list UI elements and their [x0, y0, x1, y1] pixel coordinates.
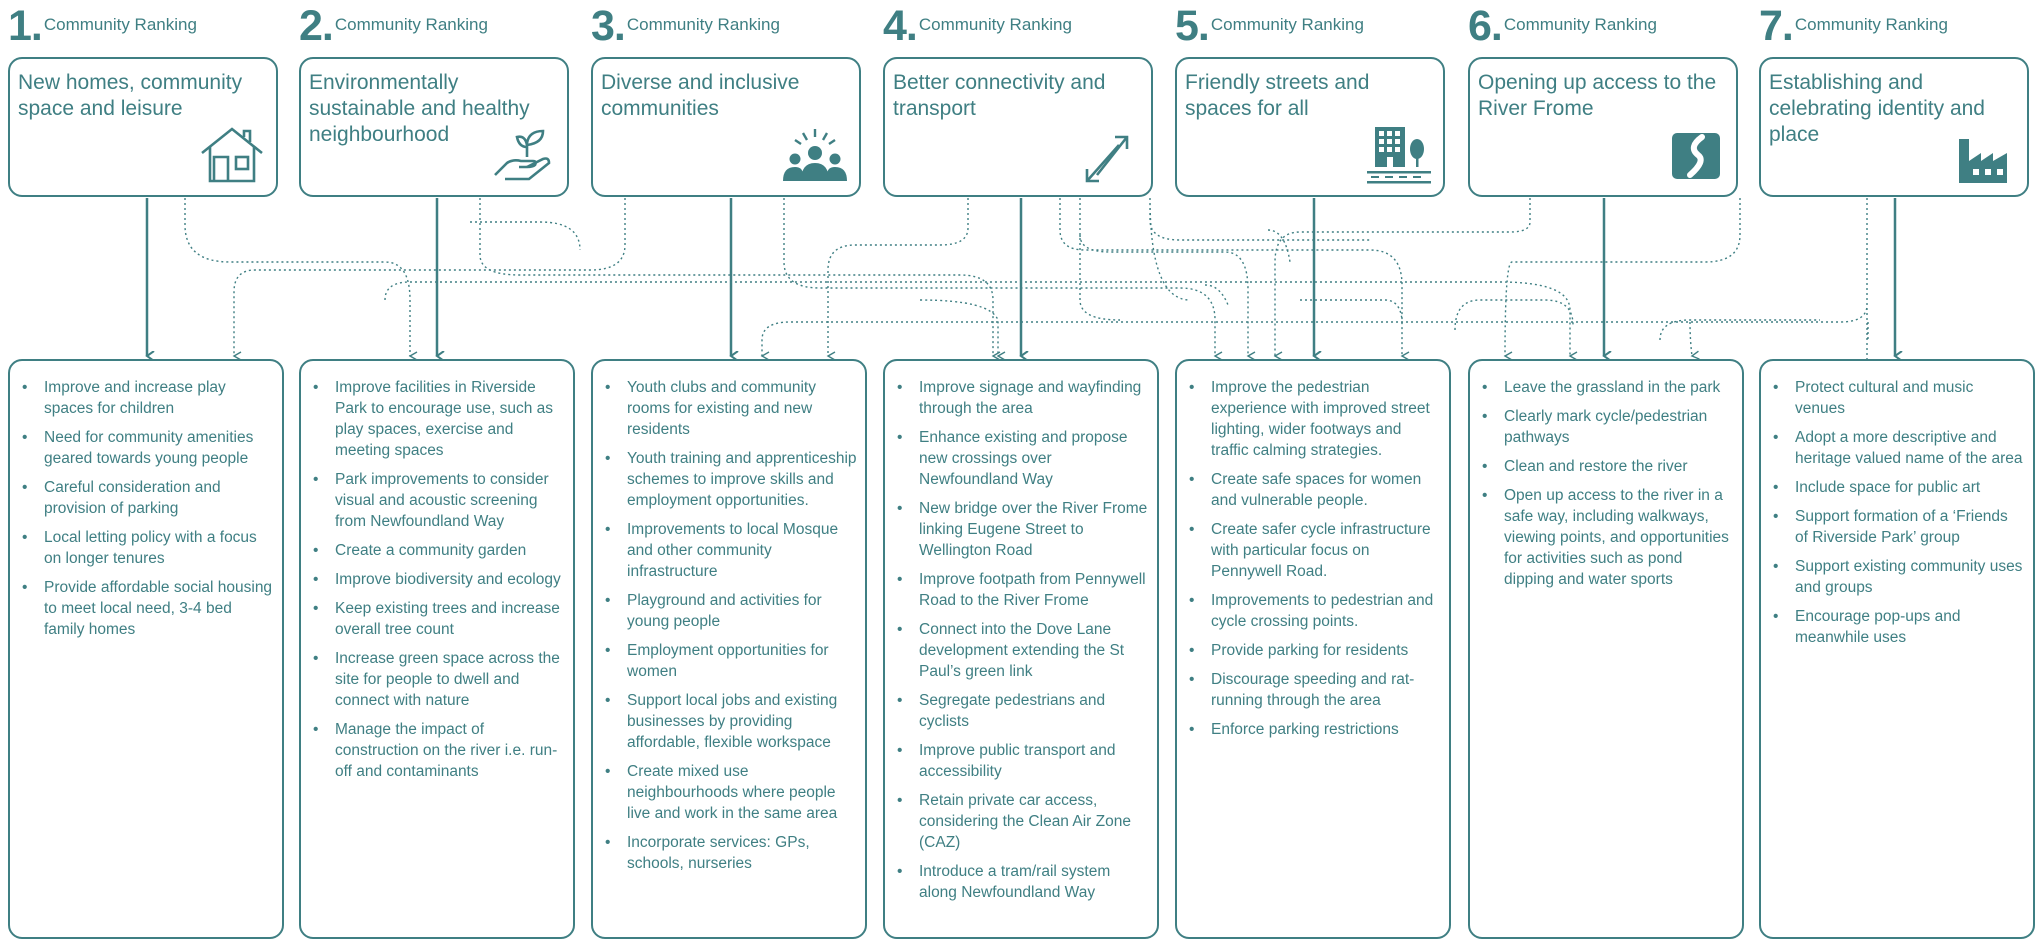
list-item: Provide parking for residents	[1187, 640, 1441, 661]
people-group-icon	[783, 129, 847, 181]
theme-title: Establishing and celebrating identity an…	[1769, 71, 1985, 146]
list-item: Improvements to local Mosque and other c…	[603, 519, 857, 582]
theme-list-1: Improve and increase play spaces for chi…	[8, 359, 284, 939]
list-item: Protect cultural and music venues	[1771, 377, 2025, 419]
rank-number: 5.	[1175, 2, 1210, 50]
plant-hand-icon	[494, 129, 551, 181]
list-item: Clean and restore the river	[1480, 456, 1734, 477]
list-item: Create safe spaces for women and vulnera…	[1187, 469, 1441, 511]
list-item: Keep existing trees and increase overall…	[311, 598, 565, 640]
rank-label: Community Ranking	[43, 15, 197, 34]
list-item: Clearly mark cycle/pedestrian pathways	[1480, 406, 1734, 448]
river-icon	[1672, 133, 1720, 179]
rank-number: 3.	[591, 2, 626, 50]
list-item: Support local jobs and existing business…	[603, 690, 857, 753]
rank-heading-3: 3.Community Ranking	[591, 2, 780, 52]
list-item: Improvements to pedestrian and cycle cro…	[1187, 590, 1441, 632]
building-tree-icon	[1367, 127, 1431, 184]
list-item: Retain private car access, considering t…	[895, 790, 1149, 853]
rank-label: Community Ranking	[334, 15, 488, 34]
list-item: Playground and activities for young peop…	[603, 590, 857, 632]
theme-list-7: Protect cultural and music venues Adopt …	[1759, 359, 2035, 939]
rank-label: Community Ranking	[626, 15, 780, 34]
list-item: Incorporate services: GPs, schools, nurs…	[603, 832, 857, 874]
list-item: Introduce a tram/rail system along Newfo…	[895, 861, 1149, 903]
list-item: Connect into the Dove Lane development e…	[895, 619, 1149, 682]
list-item: Local letting policy with a focus on lon…	[20, 527, 274, 569]
theme-title: Diverse and inclusive communities	[601, 71, 800, 120]
rank-number: 7.	[1759, 2, 1794, 50]
theme-card-4: Better connectivity and transport	[883, 57, 1153, 197]
rank-heading-2: 2.Community Ranking	[299, 2, 488, 52]
factory-icon	[1959, 139, 2007, 183]
list-item: Increase green space across the site for…	[311, 648, 565, 711]
list-item: Need for community amenities geared towa…	[20, 427, 274, 469]
list-item: Create safer cycle infrastructure with p…	[1187, 519, 1441, 582]
theme-list-4: Improve signage and wayfinding through t…	[883, 359, 1159, 939]
list-item: Youth clubs and community rooms for exis…	[603, 377, 857, 440]
list-item: Leave the grassland in the park	[1480, 377, 1734, 398]
list-item: Improve the pedestrian experience with i…	[1187, 377, 1441, 461]
rank-label: Community Ranking	[1210, 15, 1364, 34]
theme-card-6: Opening up access to the River Frome	[1468, 57, 1738, 197]
list-item: Improve public transport and accessibili…	[895, 740, 1149, 782]
list-item: Park improvements to consider visual and…	[311, 469, 565, 532]
theme-card-3: Diverse and inclusive communities	[591, 57, 861, 197]
theme-card-1: New homes, community space and leisure	[8, 57, 278, 197]
rank-label: Community Ranking	[918, 15, 1072, 34]
list-item: Careful consideration and provision of p…	[20, 477, 274, 519]
list-item: Youth training and apprenticeship scheme…	[603, 448, 857, 511]
rank-number: 6.	[1468, 2, 1503, 50]
list-item: Improve biodiversity and ecology	[311, 569, 565, 590]
list-item: New bridge over the River Frome linking …	[895, 498, 1149, 561]
house-icon	[201, 127, 263, 183]
theme-list-6: Leave the grassland in the park Clearly …	[1468, 359, 1744, 939]
rank-number: 1.	[8, 2, 43, 50]
theme-card-2: Environmentally sustainable and healthy …	[299, 57, 569, 197]
theme-list-2: Improve facilities in Riverside Park to …	[299, 359, 575, 939]
rank-heading-4: 4.Community Ranking	[883, 2, 1072, 52]
list-item: Manage the impact of construction on the…	[311, 719, 565, 782]
list-item: Support existing community uses and grou…	[1771, 556, 2025, 598]
theme-title: New homes, community space and leisure	[18, 71, 243, 120]
list-item: Include space for public art	[1771, 477, 2025, 498]
theme-title: Friendly streets and spaces for all	[1185, 71, 1370, 120]
theme-card-7: Establishing and celebrating identity an…	[1759, 57, 2029, 197]
list-item: Employment opportunities for women	[603, 640, 857, 682]
theme-title: Environmentally sustainable and healthy …	[309, 71, 530, 146]
rank-heading-7: 7.Community Ranking	[1759, 2, 1948, 52]
rank-label: Community Ranking	[1503, 15, 1657, 34]
list-item: Enhance existing and propose new crossin…	[895, 427, 1149, 490]
rank-label: Community Ranking	[1794, 15, 1948, 34]
list-item: Discourage speeding and rat-running thro…	[1187, 669, 1441, 711]
theme-list-3: Youth clubs and community rooms for exis…	[591, 359, 867, 939]
list-item: Encourage pop-ups and meanwhile uses	[1771, 606, 2025, 648]
theme-title: Better connectivity and transport	[893, 71, 1106, 120]
theme-card-5: Friendly streets and spaces for all	[1175, 57, 1445, 197]
theme-list-5: Improve the pedestrian experience with i…	[1175, 359, 1451, 939]
list-item: Improve and increase play spaces for chi…	[20, 377, 274, 419]
rank-heading-1: 1.Community Ranking	[8, 2, 197, 52]
list-item: Segregate pedestrians and cyclists	[895, 690, 1149, 732]
list-item: Adopt a more descriptive and heritage va…	[1771, 427, 2025, 469]
list-item: Provide affordable social housing to mee…	[20, 577, 274, 640]
list-item: Create mixed use neighbourhoods where pe…	[603, 761, 857, 824]
rank-heading-6: 6.Community Ranking	[1468, 2, 1657, 52]
list-item: Improve signage and wayfinding through t…	[895, 377, 1149, 419]
list-item: Open up access to the river in a safe wa…	[1480, 485, 1734, 590]
theme-title: Opening up access to the River Frome	[1478, 71, 1717, 120]
list-item: Support formation of a ‘Friends of River…	[1771, 506, 2025, 548]
list-item: Improve footpath from Pennywell Road to …	[895, 569, 1149, 611]
rank-number: 4.	[883, 2, 918, 50]
list-item: Create a community garden	[311, 540, 565, 561]
list-item: Enforce parking restrictions	[1187, 719, 1441, 740]
diagonal-arrows-icon	[1085, 135, 1129, 183]
list-item: Improve facilities in Riverside Park to …	[311, 377, 565, 461]
rank-heading-5: 5.Community Ranking	[1175, 2, 1364, 52]
rank-number: 2.	[299, 2, 334, 50]
